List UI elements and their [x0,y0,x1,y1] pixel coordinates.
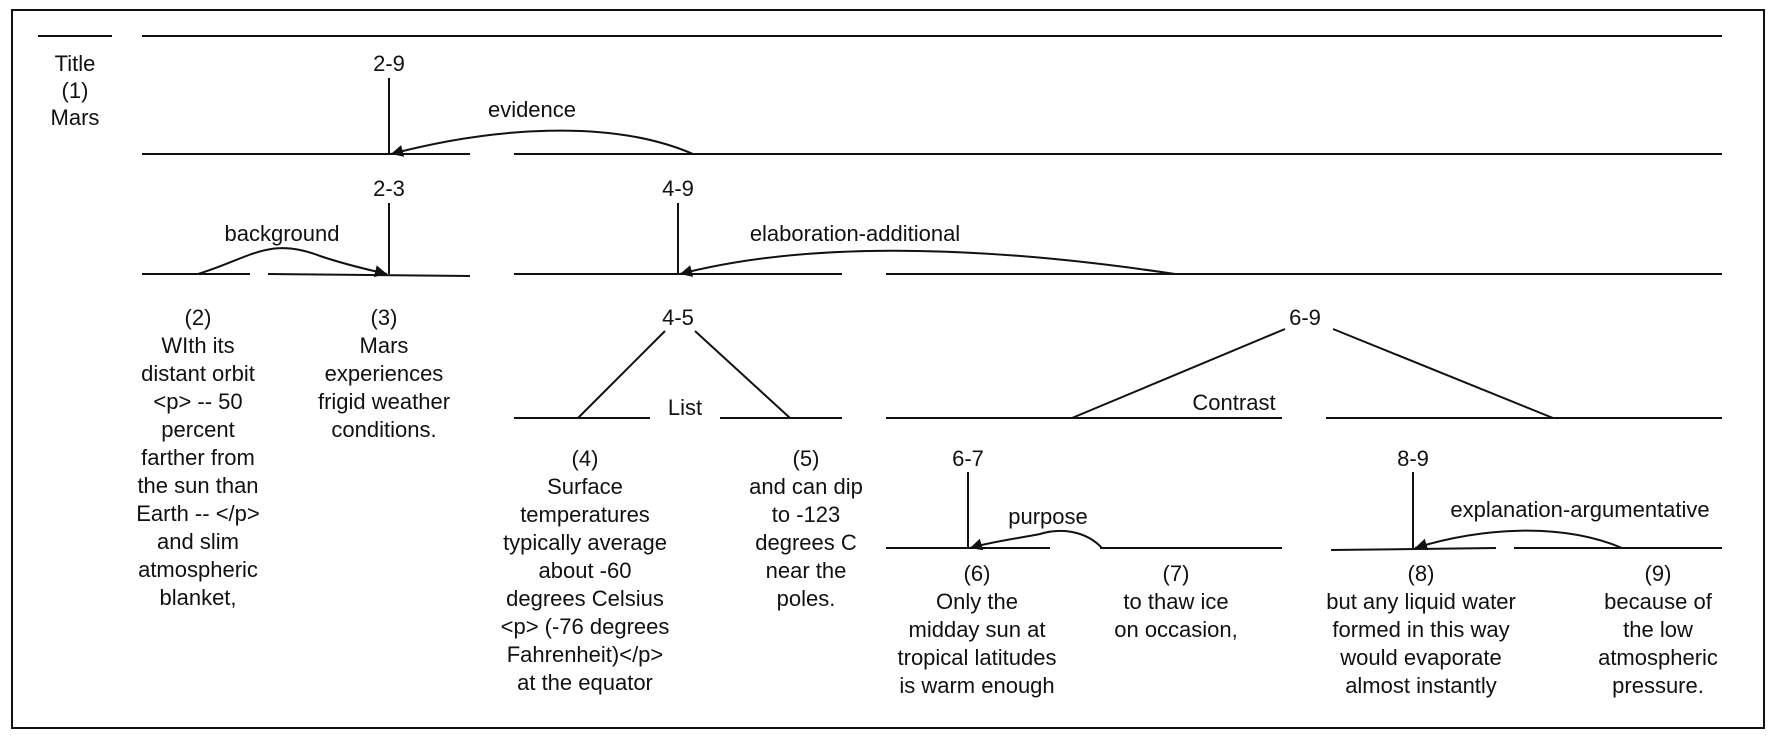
segment-line: pressure. [1612,673,1704,698]
segment-line: Surface [547,474,623,499]
segment-line: conditions. [331,417,436,442]
list-branch-4 [577,330,666,419]
span-label-8-9: 8-9 [1397,446,1429,471]
segment-line: degrees C [755,530,857,555]
segment-text-4: (4) Surface temperatures typically average a… [501,446,670,695]
segment-line: because of [1604,589,1713,614]
contrast-branch-8-9 [1332,328,1554,419]
segment-line: percent [161,417,234,442]
background-arrow [197,247,388,278]
relation-explanation: explanation-argumentative [1450,497,1709,522]
segment-line: degrees Celsius [506,586,664,611]
segment-line: formed in this way [1332,617,1509,642]
span-label-4-9: 4-9 [662,176,694,201]
segment-line: frigid weather [318,389,450,414]
span-label-2-3: 2-3 [373,176,405,201]
segment-text-6: (6) Only the midday sun at tropical latitud… [898,561,1057,698]
title-text: Mars [51,105,100,130]
segment-line: and slim [157,529,239,554]
segment-line: poles. [777,586,836,611]
segment-id: (4) [572,446,599,471]
segment-line: at the equator [517,670,653,695]
segment-line: almost instantly [1345,673,1497,698]
segment-rule-8 [1330,547,1497,551]
segment-line: midday sun at [909,617,1046,642]
segment-line: Mars [360,333,409,358]
contrast-branch-6-7 [1071,328,1286,419]
segment-line: would evaporate [1339,645,1501,670]
segment-line: about -60 [539,558,632,583]
segment-line: experiences [325,361,444,386]
segment-id: (5) [793,446,820,471]
elaboration-arrow [679,249,1176,277]
segment-rule-3 [267,273,471,277]
span-label-6-7: 6-7 [952,446,984,471]
segment-id: (9) [1645,561,1672,586]
relation-list: List [668,395,702,420]
span-label-6-9: 6-9 [1289,305,1321,330]
relation-elaboration: elaboration-additional [750,221,960,246]
purpose-arrow [969,529,1103,551]
segment-id: (8) [1408,561,1435,586]
segment-text-7: (7) to thaw ice on occasion, [1114,561,1238,642]
segment-id: (6) [964,561,991,586]
segment-line: Earth -- </p> [136,501,260,526]
title-label: Title [55,51,96,76]
segment-text-5: (5) and can dip to -123 degrees C near the po… [749,446,863,611]
evidence-arrow [390,129,694,157]
segment-line: tropical latitudes [898,645,1057,670]
segment-line: temperatures [520,502,650,527]
segment-line: farther from [141,445,255,470]
segment-line: <p> -- 50 [153,389,242,414]
segment-line: but any liquid water [1326,589,1516,614]
relation-contrast: Contrast [1192,390,1275,415]
segment-text-8: (8) but any liquid water formed in this wa… [1326,561,1516,698]
segment-text-3: (3) Mars experiences frigid weather conditio… [318,305,450,442]
segment-line: <p> (-76 degrees [501,614,670,639]
segment-line: distant orbit [141,361,255,386]
segment-id: (7) [1163,561,1190,586]
relation-purpose: purpose [1008,504,1088,529]
segment-text-2: (2) WIth its distant orbit <p> -- 50 percent… [136,305,260,610]
segment-id: (2) [185,305,212,330]
segment-line: Fahrenheit)</p> [507,642,664,667]
segment-line: typically average [503,530,667,555]
title-number: (1) [62,78,89,103]
segment-line: near the [766,558,847,583]
segment-line: WIth its [161,333,234,358]
list-branch-5 [694,330,791,419]
span-label-4-5: 4-5 [662,305,694,330]
segment-line: is warm enough [899,673,1054,698]
segment-line: the sun than [137,473,258,498]
segment-line: atmospheric [138,557,258,582]
explanation-arrow [1414,529,1623,551]
segment-line: and can dip [749,474,863,499]
segment-line: Only the [936,589,1018,614]
span-label-2-9: 2-9 [373,51,405,76]
segment-text-9: (9) because of the low atmospheric pressure. [1598,561,1718,698]
segment-line: blanket, [159,585,236,610]
segment-line: atmospheric [1598,645,1718,670]
segment-line: on occasion, [1114,617,1238,642]
segment-id: (3) [371,305,398,330]
segment-line: to thaw ice [1123,589,1228,614]
relation-background: background [225,221,340,246]
segment-line: to -123 [772,502,841,527]
diagram-frame [11,9,1765,729]
segment-line: the low [1623,617,1693,642]
relation-evidence: evidence [488,97,576,122]
